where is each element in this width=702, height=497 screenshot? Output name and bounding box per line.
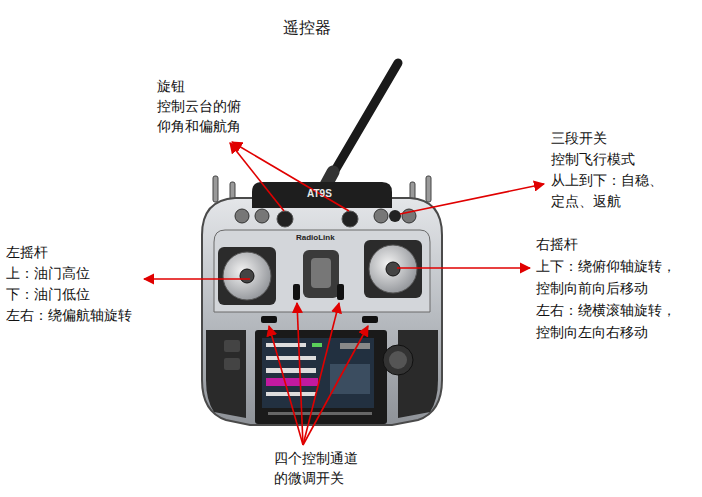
dial [383,345,413,375]
callout-text: 上下：绕俯仰轴旋转， [536,258,676,275]
callout-heading: 右摇杆 [536,236,578,253]
callout-text: 控制向左向右移动 [536,324,648,341]
callout-text: 下：油门低位 [6,286,90,303]
top-switch [389,210,401,222]
antenna [320,63,398,196]
gimbal-stick [240,269,254,283]
screen [266,378,318,386]
top-switch [235,209,249,223]
leader-arrow [144,278,250,280]
screen [340,343,370,349]
callout-text: 控制云台的俯 [157,98,241,115]
toggle-switch [426,176,431,202]
screen [266,356,316,360]
callout-heading: 旋钮 [157,78,185,95]
leader-arrow [303,303,339,445]
screen [262,338,374,408]
screen [266,343,306,347]
callout-text: 控制向前向后移动 [536,280,648,297]
trim-switch [293,284,300,300]
callout-heading: 四个控制通道 [274,450,358,467]
callout-text: 的微调开关 [274,470,344,487]
screen [266,368,316,373]
callout-text: 左右：绕偏航轴旋转 [6,307,132,324]
top-switch [235,209,416,223]
callout-text: 左右：绕横滚轴旋转， [536,302,676,319]
trim-switch [362,316,378,323]
gimbal-stick [386,262,400,276]
callout-text: 从上到下：自稳、 [551,172,663,189]
trim-switch [261,316,277,323]
side-button [224,340,240,370]
trim-switch [337,284,344,300]
trim-switch [261,284,378,323]
leader-arrow [144,142,544,445]
leader-arrow [397,267,530,269]
gimbal-stick [223,252,271,300]
callout-text: 控制飞行模式 [551,151,635,168]
dial [389,351,407,369]
leader-arrow [232,142,349,211]
gimbal-stick [364,240,422,298]
knob [342,211,358,227]
transmitter-body [252,182,392,208]
gimbal-stick [218,240,422,305]
diagram-title: 遥控器 [283,18,331,37]
callout-heading: 左摇杆 [6,244,48,261]
screen [330,364,370,394]
screen [312,343,322,347]
leader-arrow [269,326,303,445]
side-button [224,340,240,352]
transmitter-body [206,330,246,418]
top-switch [255,209,269,223]
callout-heading: 三段开关 [551,130,607,147]
center-control [303,250,339,298]
transmitter-body [202,198,442,425]
knob [277,211,293,227]
center-control [303,250,339,298]
gimbal-stick [369,245,417,293]
transmitter-body [202,182,442,425]
callout-text: 仰角和偏航角 [157,118,241,135]
antenna [320,63,398,196]
leader-arrow [400,184,544,214]
toggle-switch [213,176,218,202]
dial [383,345,413,375]
center-control [311,258,331,288]
leader-arrow [230,143,284,211]
callout-text: 上：油门高位 [6,265,90,282]
callout-text: 定点、返航 [551,193,621,210]
leader-arrow [303,326,368,445]
top-switch [374,209,388,223]
model-name: AT9S [307,188,332,200]
gimbal-stick [218,247,276,305]
knob [277,211,358,227]
side-button [224,358,240,370]
screen [266,392,316,396]
brand-name: RadioLink [296,233,335,243]
transmitter-body [214,230,430,312]
leader-arrow [297,303,303,445]
